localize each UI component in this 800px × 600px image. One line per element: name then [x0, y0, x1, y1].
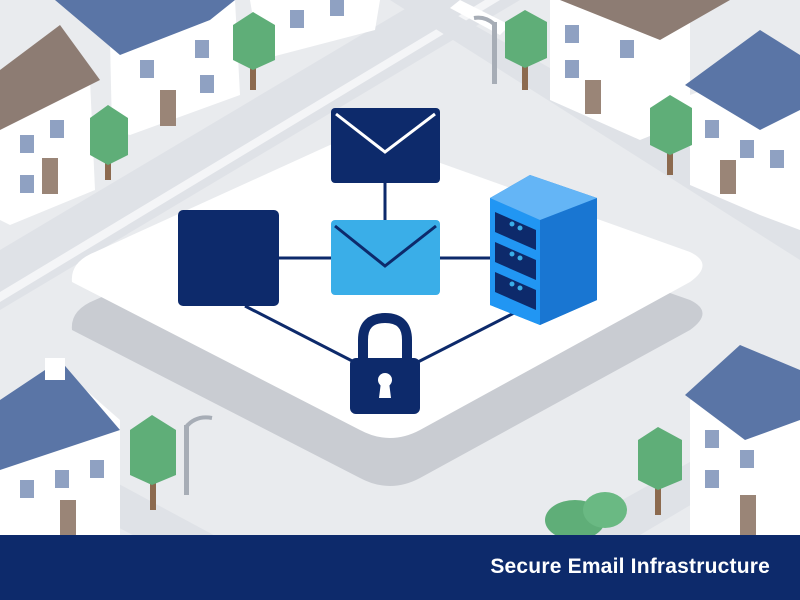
bush [545, 492, 627, 540]
street-lamp-icon [184, 415, 213, 495]
house-bottom-right [685, 345, 800, 535]
title-banner: Secure Email Infrastructure [0, 535, 800, 600]
padlock-icon [350, 312, 420, 414]
street-lamp-icon [473, 15, 497, 84]
tree-icon [650, 95, 692, 175]
banner-title: Secure Email Infrastructure [490, 555, 770, 578]
server-icon [490, 175, 597, 325]
tree-icon [90, 105, 128, 180]
house-top-left [0, 25, 100, 225]
network-node [178, 210, 279, 306]
envelope-icon [331, 220, 440, 295]
house-top-left-2 [55, 0, 240, 135]
house-top-center [250, 0, 380, 60]
house-right [685, 30, 800, 230]
tree-icon [233, 12, 275, 90]
tree-icon [505, 10, 547, 90]
tree-icon [130, 415, 176, 510]
envelope-icon [331, 108, 440, 183]
house-bottom-left [0, 358, 120, 535]
network-connections [244, 182, 521, 367]
tree-icon [638, 427, 682, 515]
